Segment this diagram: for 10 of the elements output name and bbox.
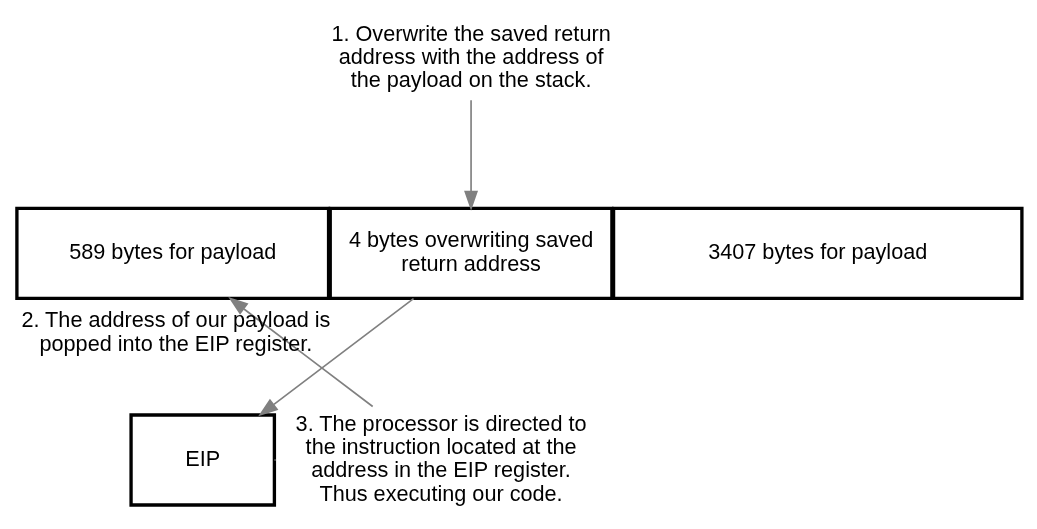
arrow — [228, 296, 374, 407]
node-box: 3407 bytes for payload — [611, 206, 1024, 300]
edge-label: 2. The address of our payload is popped into the EIP register. — [21, 306, 331, 356]
node-text: 3. The processor is directed to the instruction located at the address in the EIP register. Thus executing our code. — [295, 410, 587, 506]
arrow — [464, 98, 479, 211]
arrow — [258, 297, 415, 416]
node-box: 4 bytes overwriting saved return address — [328, 206, 614, 300]
node-box: 589 bytes for payload — [15, 206, 331, 300]
connector — [273, 458, 277, 461]
node-text: 1. Overwrite the saved return address with the address of the payload on the stack. — [331, 20, 611, 92]
